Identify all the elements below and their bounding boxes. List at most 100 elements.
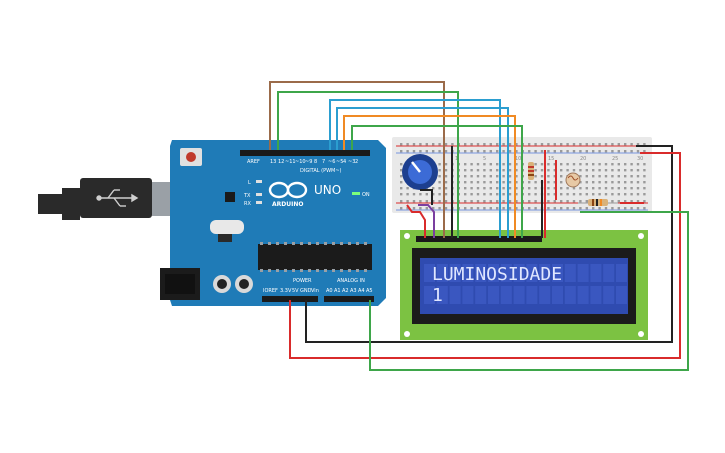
lcd-cell bbox=[475, 286, 487, 304]
breadboard-hole bbox=[560, 207, 563, 210]
lcd-cell bbox=[539, 286, 551, 304]
breadboard-hole bbox=[508, 181, 512, 184]
breadboard-hole bbox=[643, 207, 646, 210]
lcd-cell bbox=[436, 286, 448, 304]
breadboard-hole bbox=[515, 187, 518, 190]
breadboard-hole bbox=[560, 150, 563, 153]
on-led bbox=[352, 192, 360, 195]
pin-12-label: 12 bbox=[278, 159, 284, 165]
arduino-uno-board[interactable]: AREF 13 12 ~11 ~10 ~9 8 7 ~6 ~5 4 ~3 2 D… bbox=[160, 140, 386, 306]
breadboard-hole bbox=[604, 143, 608, 146]
breadboard-hole bbox=[630, 163, 633, 166]
arduino-logo bbox=[268, 181, 308, 199]
resistor bbox=[528, 162, 534, 180]
breadboard-hole bbox=[579, 187, 582, 190]
breadboard-hole bbox=[611, 169, 614, 172]
breadboard-hole bbox=[438, 181, 441, 184]
breadboard-hole bbox=[400, 207, 403, 210]
breadboard-hole bbox=[598, 143, 601, 146]
wire-red bbox=[406, 204, 426, 238]
wire-orange bbox=[343, 115, 516, 238]
breadboard-hole bbox=[540, 143, 544, 146]
breadboard-hole bbox=[496, 163, 499, 166]
breadboard-hole bbox=[643, 143, 646, 146]
breadboard-hole bbox=[528, 207, 531, 210]
breadboard-hole bbox=[560, 163, 563, 166]
breadboard-hole bbox=[553, 150, 556, 153]
wires bbox=[269, 81, 689, 371]
breadboard-hole bbox=[515, 207, 518, 210]
pin-6-label: ~6 bbox=[328, 159, 335, 165]
breadboard-hole bbox=[643, 193, 646, 196]
breadboard-hole bbox=[611, 187, 614, 190]
breadboard-hole bbox=[470, 200, 473, 203]
breadboard-hole bbox=[483, 143, 486, 146]
breadboard-hole bbox=[617, 143, 620, 146]
breadboard-hole bbox=[502, 200, 505, 203]
photoresistor[interactable] bbox=[565, 172, 581, 188]
breadboard-hole bbox=[444, 200, 448, 203]
breadboard-hole bbox=[470, 169, 473, 172]
column-number: 10 bbox=[515, 156, 521, 162]
breadboard-hole bbox=[515, 150, 518, 153]
breadboard-hole bbox=[489, 181, 492, 184]
breadboard-hole bbox=[406, 150, 409, 153]
breadboard-hole bbox=[572, 143, 576, 146]
breadboard-hole bbox=[624, 150, 627, 153]
breadboard-hole bbox=[611, 175, 614, 178]
breadboard-hole bbox=[470, 150, 473, 153]
breadboard-hole bbox=[412, 143, 416, 146]
breadboard-hole bbox=[592, 181, 595, 184]
breadboard-hole bbox=[496, 143, 499, 146]
breadboard-hole bbox=[592, 150, 595, 153]
breadboard-hole bbox=[579, 207, 582, 210]
lcd-cell bbox=[603, 264, 615, 282]
lcd-cell bbox=[590, 264, 602, 282]
pin-5v-label: 5V bbox=[292, 288, 299, 294]
breadboard-hole bbox=[496, 150, 499, 153]
breadboard-hole bbox=[515, 169, 518, 172]
breadboard-hole bbox=[438, 163, 441, 166]
lcd-cell bbox=[449, 264, 461, 282]
power-label: POWER bbox=[293, 278, 312, 284]
lcd-cell bbox=[564, 264, 576, 282]
wire-green bbox=[351, 125, 523, 238]
breadboard-hole bbox=[579, 181, 582, 184]
breadboard-hole bbox=[553, 187, 556, 190]
breadboard-hole bbox=[400, 169, 403, 172]
breadboard-hole bbox=[643, 163, 646, 166]
breadboard-hole bbox=[432, 143, 435, 146]
breadboard-hole bbox=[636, 175, 640, 178]
breadboard-hole bbox=[400, 143, 403, 146]
breadboard-hole bbox=[540, 163, 544, 166]
breadboard-hole bbox=[560, 169, 563, 172]
breadboard-hole bbox=[515, 193, 518, 196]
breadboard-hole bbox=[592, 207, 595, 210]
breadboard-hole bbox=[534, 181, 537, 184]
resistor bbox=[578, 199, 618, 206]
breadboard-hole bbox=[566, 207, 569, 210]
breadboard-hole bbox=[508, 193, 512, 196]
breadboard-hole bbox=[432, 187, 435, 190]
breadboard-hole bbox=[579, 169, 582, 172]
breadboard-hole bbox=[515, 163, 518, 166]
potentiometer[interactable] bbox=[402, 154, 438, 190]
lcd-cell bbox=[475, 264, 487, 282]
breadboard-hole bbox=[572, 169, 576, 172]
breadboard-hole bbox=[611, 200, 614, 203]
breadboard-hole bbox=[598, 175, 601, 178]
rx-led-label: RX bbox=[244, 201, 251, 207]
lcd-cell bbox=[603, 286, 615, 304]
wire-teal bbox=[336, 107, 509, 238]
breadboard-hole bbox=[579, 143, 582, 146]
pin-a0-label: A0 bbox=[326, 288, 333, 294]
lcd-module[interactable]: LUMINOSIDADE 1 bbox=[400, 230, 648, 340]
breadboard-hole bbox=[636, 181, 640, 184]
breadboard-hole bbox=[560, 143, 563, 146]
breadboard-hole bbox=[534, 150, 537, 153]
breadboard-hole bbox=[611, 193, 614, 196]
breadboard-hole bbox=[483, 193, 486, 196]
lcd-cell bbox=[488, 264, 499, 282]
ioref-label: IOREF bbox=[263, 288, 278, 294]
breadboard-hole bbox=[624, 200, 627, 203]
